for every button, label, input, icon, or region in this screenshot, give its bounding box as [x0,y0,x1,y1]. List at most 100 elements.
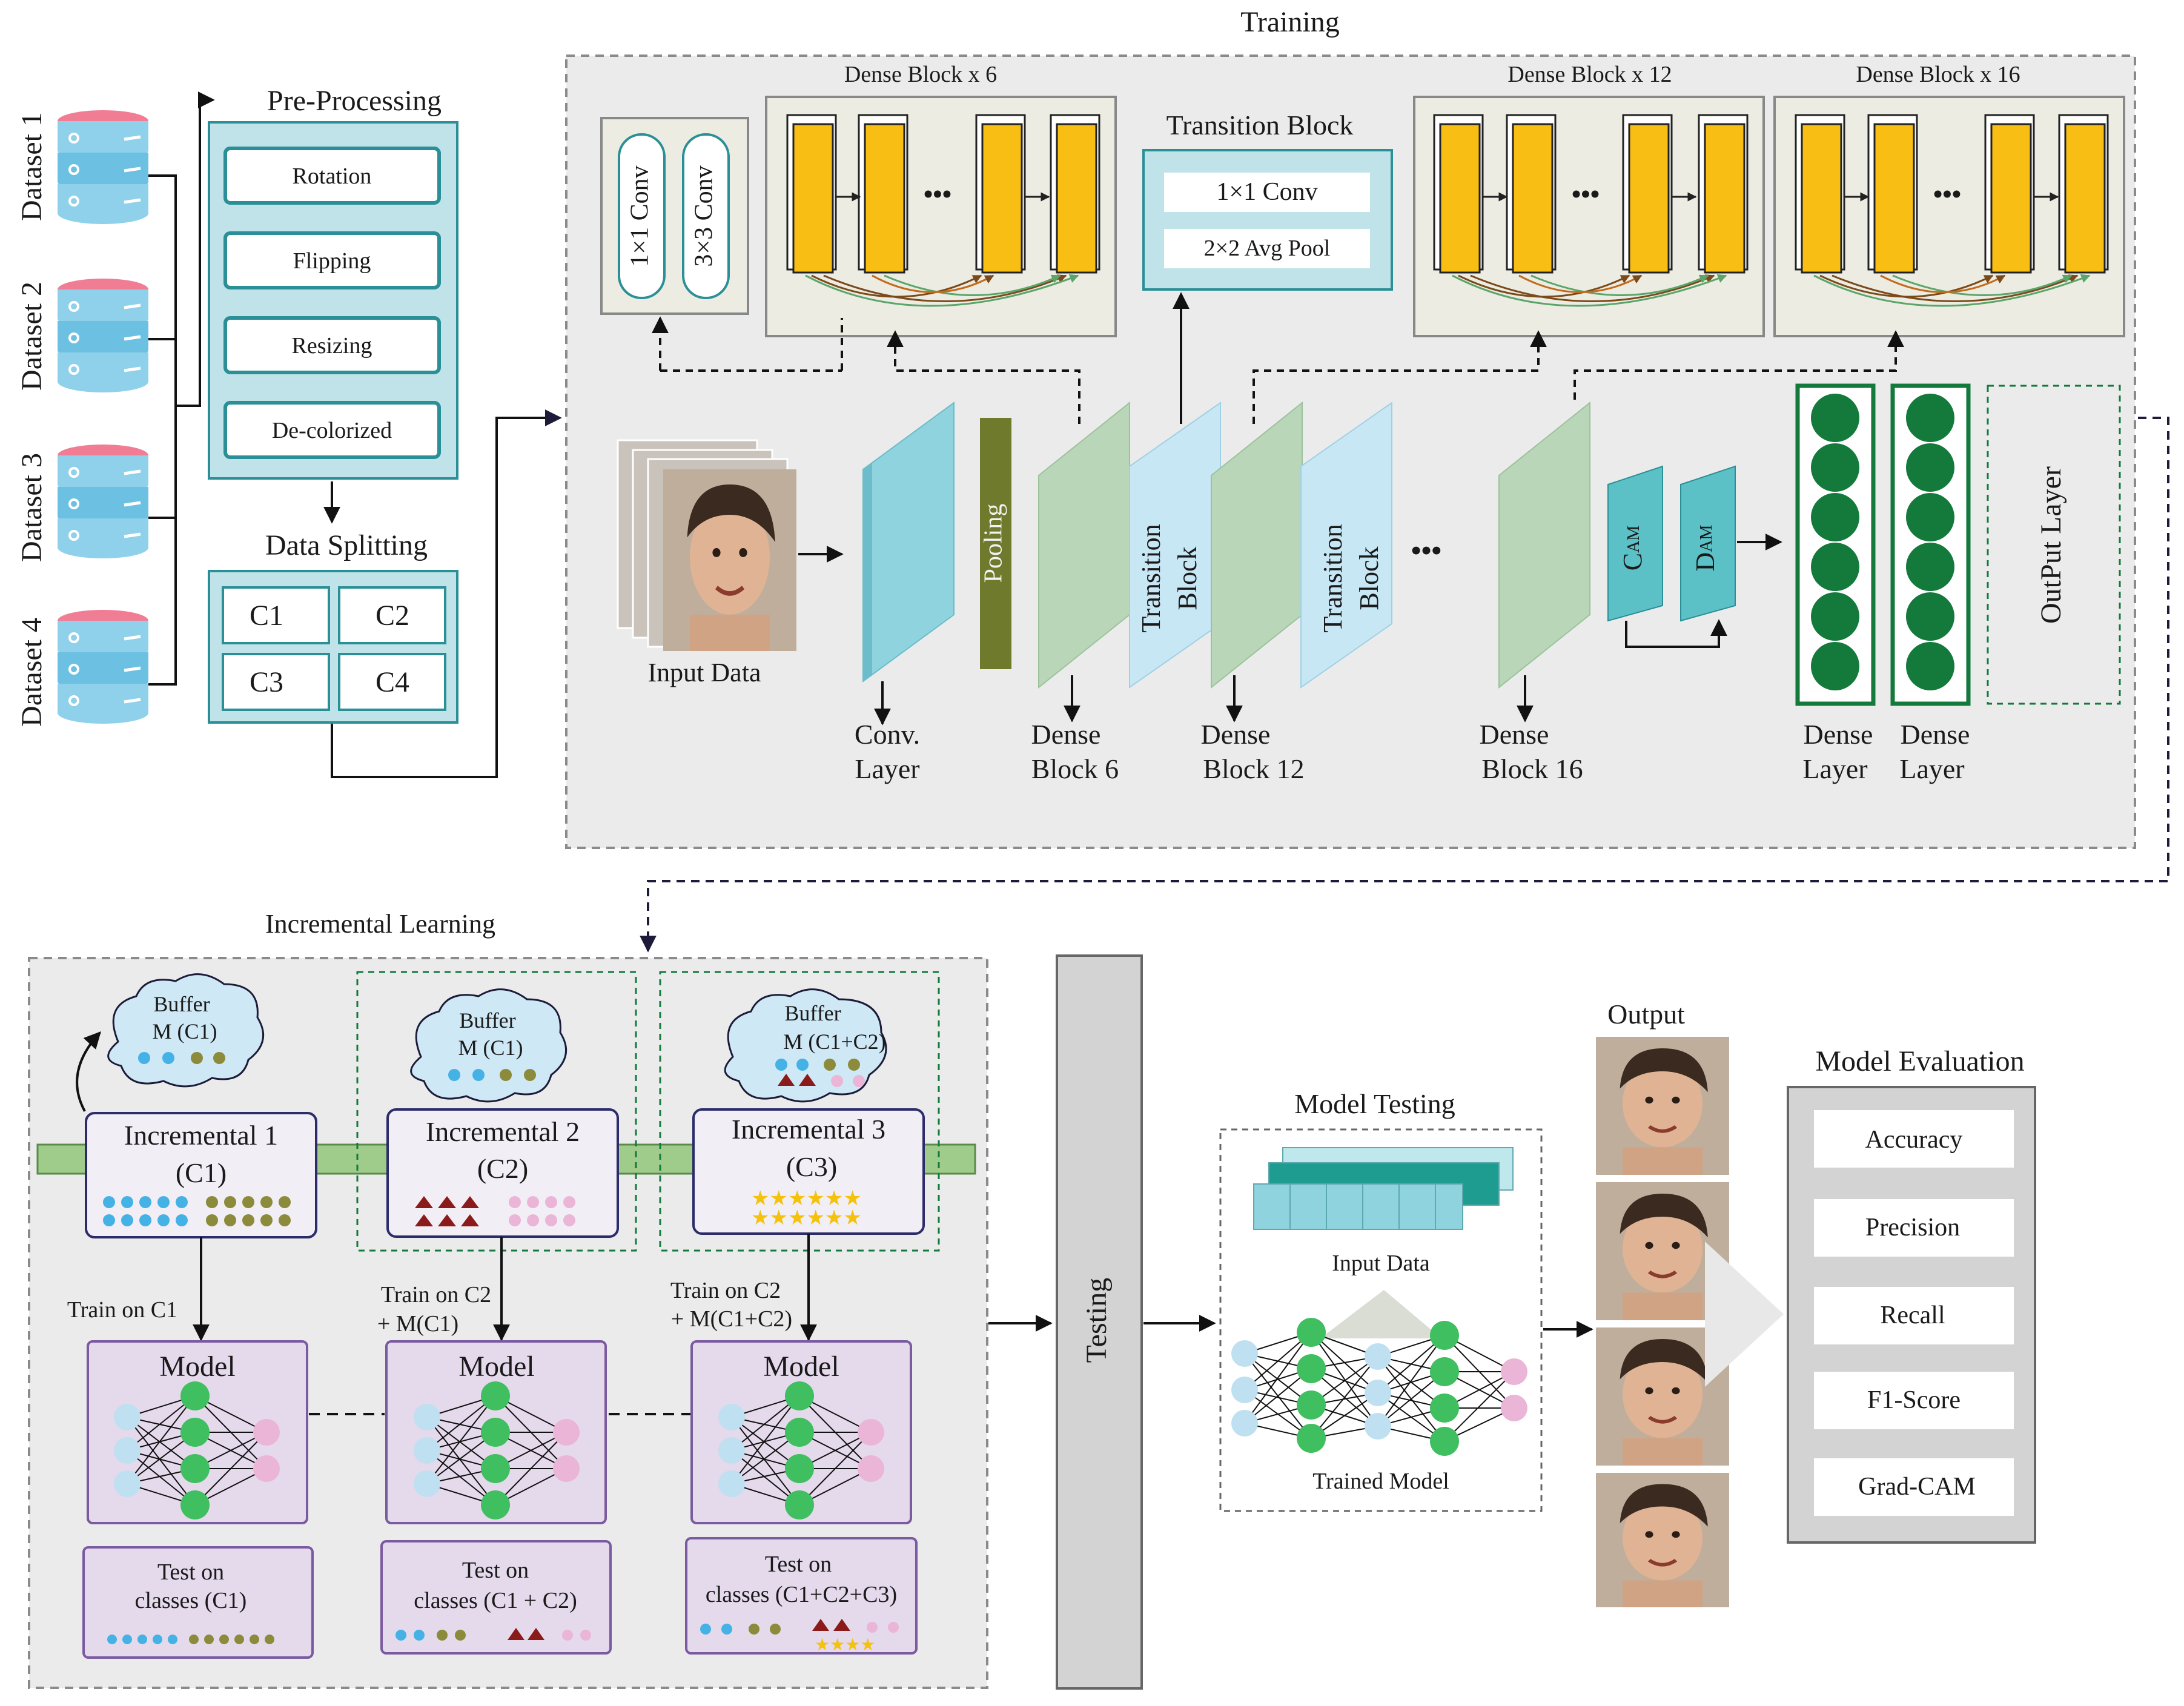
output-layer: OutPut Layer [1987,385,2121,705]
chevron-right-icon [1705,1241,1784,1387]
svg-text:classes (C1+C2+C3): classes (C1+C2+C3) [706,1582,897,1607]
trained-model-network [1231,1290,1527,1456]
incremental-stage-3: Buffer M (C1+C2) Incremental 3 (C3) ★★★★… [670,988,925,1655]
dataset-connectors [148,91,215,686]
output-face-4 [1596,1473,1729,1607]
split-c4: C4 [376,666,409,698]
preprocessing-step-rotation: Rotation [223,147,441,205]
svg-text:(C1): (C1) [176,1157,227,1188]
test-box: Test on classes (C1+C2+C3) ★★★★ [685,1537,918,1655]
cam-module: CAM [1607,465,1663,622]
model-testing-input-label: Input Data [1332,1251,1430,1276]
svg-text:Buffer: Buffer [153,992,210,1016]
metric-accuracy: Accuracy [1814,1110,2014,1168]
svg-text:Flipping: Flipping [293,248,371,274]
dataset-label: Dataset 4 [16,618,48,727]
svg-text:Model: Model [458,1351,534,1383]
preprocessing-step-decolorized: De-colorized [223,401,441,459]
svg-text:Incremental 1: Incremental 1 [124,1120,278,1151]
training-panel: Training 1×1 Conv 3×3 Conv Dense Block x… [565,6,2136,849]
svg-text:Block 6: Block 6 [1031,753,1119,784]
svg-text:classes (C1 + C2): classes (C1 + C2) [414,1588,577,1613]
svg-text:Dense: Dense [1901,719,1970,750]
transition-pool-label: 2×2 Avg Pool [1204,236,1331,261]
dense-layer-2 [1890,383,1971,706]
dense-block-6-label: Dense Block x 6 [844,62,997,87]
model-evaluation-panel: Model Evaluation Accuracy Precision Reca… [1787,1045,2036,1544]
svg-text:Recall: Recall [1880,1301,1945,1329]
incremental-stage-1: Buffer M (C1) Incremental 1 (C1) Train o… [67,973,317,1659]
conv-1x1-label: 1×1 Conv [626,165,654,266]
ellipsis: ••• [924,179,951,209]
preprocessing-title: Pre-Processing [267,85,442,117]
dataset-label: Dataset 1 [16,112,48,221]
dataset-3: Dataset 3 [16,445,148,562]
dense-block-12-label: Dense Block x 12 [1507,62,1672,87]
metric-recall: Recall [1814,1287,2014,1344]
dataset-2: Dataset 2 [16,279,148,392]
face-image [663,469,796,651]
transition-block-slab-2: Transition Block [1300,402,1392,689]
svg-text:M (C1): M (C1) [153,1019,217,1043]
metric-grad-cam: Grad-CAM [1814,1458,2014,1516]
dataset-4: Dataset 4 [16,610,148,727]
svg-text:Layer: Layer [855,753,919,784]
svg-text:Block 12: Block 12 [1203,753,1304,784]
dense-block-16: Dense Block x 16 ••• [1773,62,2125,337]
pooling-layer: Pooling [980,418,1011,669]
transition-label-line2: Block [1354,546,1384,610]
svg-text:Train on C1: Train on C1 [67,1297,177,1323]
model-testing-title: Model Testing [1294,1088,1455,1119]
class-samples [415,1196,575,1226]
svg-text:F1-Score: F1-Score [1867,1386,1961,1414]
model-testing-panel: Model Testing Input Data [1219,1088,1543,1512]
incremental-learning-title: Incremental Learning [265,909,495,939]
svg-text:Test on: Test on [157,1559,224,1585]
svg-text:Buffer: Buffer [784,1001,841,1025]
dense-block-6: Dense Block x 6 ••• [765,62,1117,337]
preprocessing-panel: Pre-Processing Rotation Flipping Resizin… [208,85,458,524]
database-icon [58,279,148,392]
incremental-stage-2: Buffer M (C1) Incremental 2 (C2) Train o… [377,988,619,1655]
incremental-learning-panel: Incremental Learning Buffer M (C1) Incre… [28,909,988,1689]
model-box: Model [690,1340,912,1524]
data-splitting-title: Data Splitting [265,529,428,561]
buffer-cloud: Buffer M (C1+C2) [724,988,887,1103]
buffer-cloud: Buffer M (C1) [410,988,568,1103]
svg-text:★★★★: ★★★★ [815,1636,875,1655]
input-data-label: Input Data [648,658,761,687]
conv-3x3-label: 3×3 Conv [690,165,718,266]
conv-layer [862,402,955,726]
database-icon [58,610,148,724]
svg-text:Test on: Test on [462,1558,529,1583]
transition-label-line1: Transition [1136,524,1166,632]
svg-text:Buffer: Buffer [459,1008,515,1033]
database-icon [58,110,148,224]
svg-text:Dense: Dense [1480,719,1549,750]
transition-block-title: Transition Block [1166,110,1354,141]
svg-text:Dense: Dense [1804,719,1873,750]
training-title: Training [1240,6,1340,38]
svg-text:classes (C1): classes (C1) [135,1588,247,1613]
input-data-tensor [1253,1147,1514,1230]
svg-text:Test on: Test on [765,1552,832,1577]
svg-text:Resizing: Resizing [292,333,372,359]
svg-text:Block 16: Block 16 [1481,753,1583,784]
svg-text:★★★★★★: ★★★★★★ [751,1207,862,1229]
transition-block-slab-1: Transition Block [1129,402,1221,689]
svg-text:Precision: Precision [1865,1214,1960,1241]
pooling-label: Pooling [980,504,1008,583]
input-data-faces: Input Data [617,439,844,687]
svg-text:(C2): (C2) [477,1153,528,1184]
dataset-1: Dataset 1 [16,110,148,224]
buffer-cloud: Buffer M (C1) [107,973,265,1088]
svg-text:De-colorized: De-colorized [272,418,392,443]
svg-text:Accuracy: Accuracy [1865,1126,1963,1154]
split-c1: C1 [250,600,283,632]
class-samples [103,1196,291,1226]
trained-model-label: Trained Model [1312,1469,1449,1494]
split-c2: C2 [376,600,409,632]
database-icon [58,445,148,558]
testing-label: Testing [1080,1278,1113,1363]
